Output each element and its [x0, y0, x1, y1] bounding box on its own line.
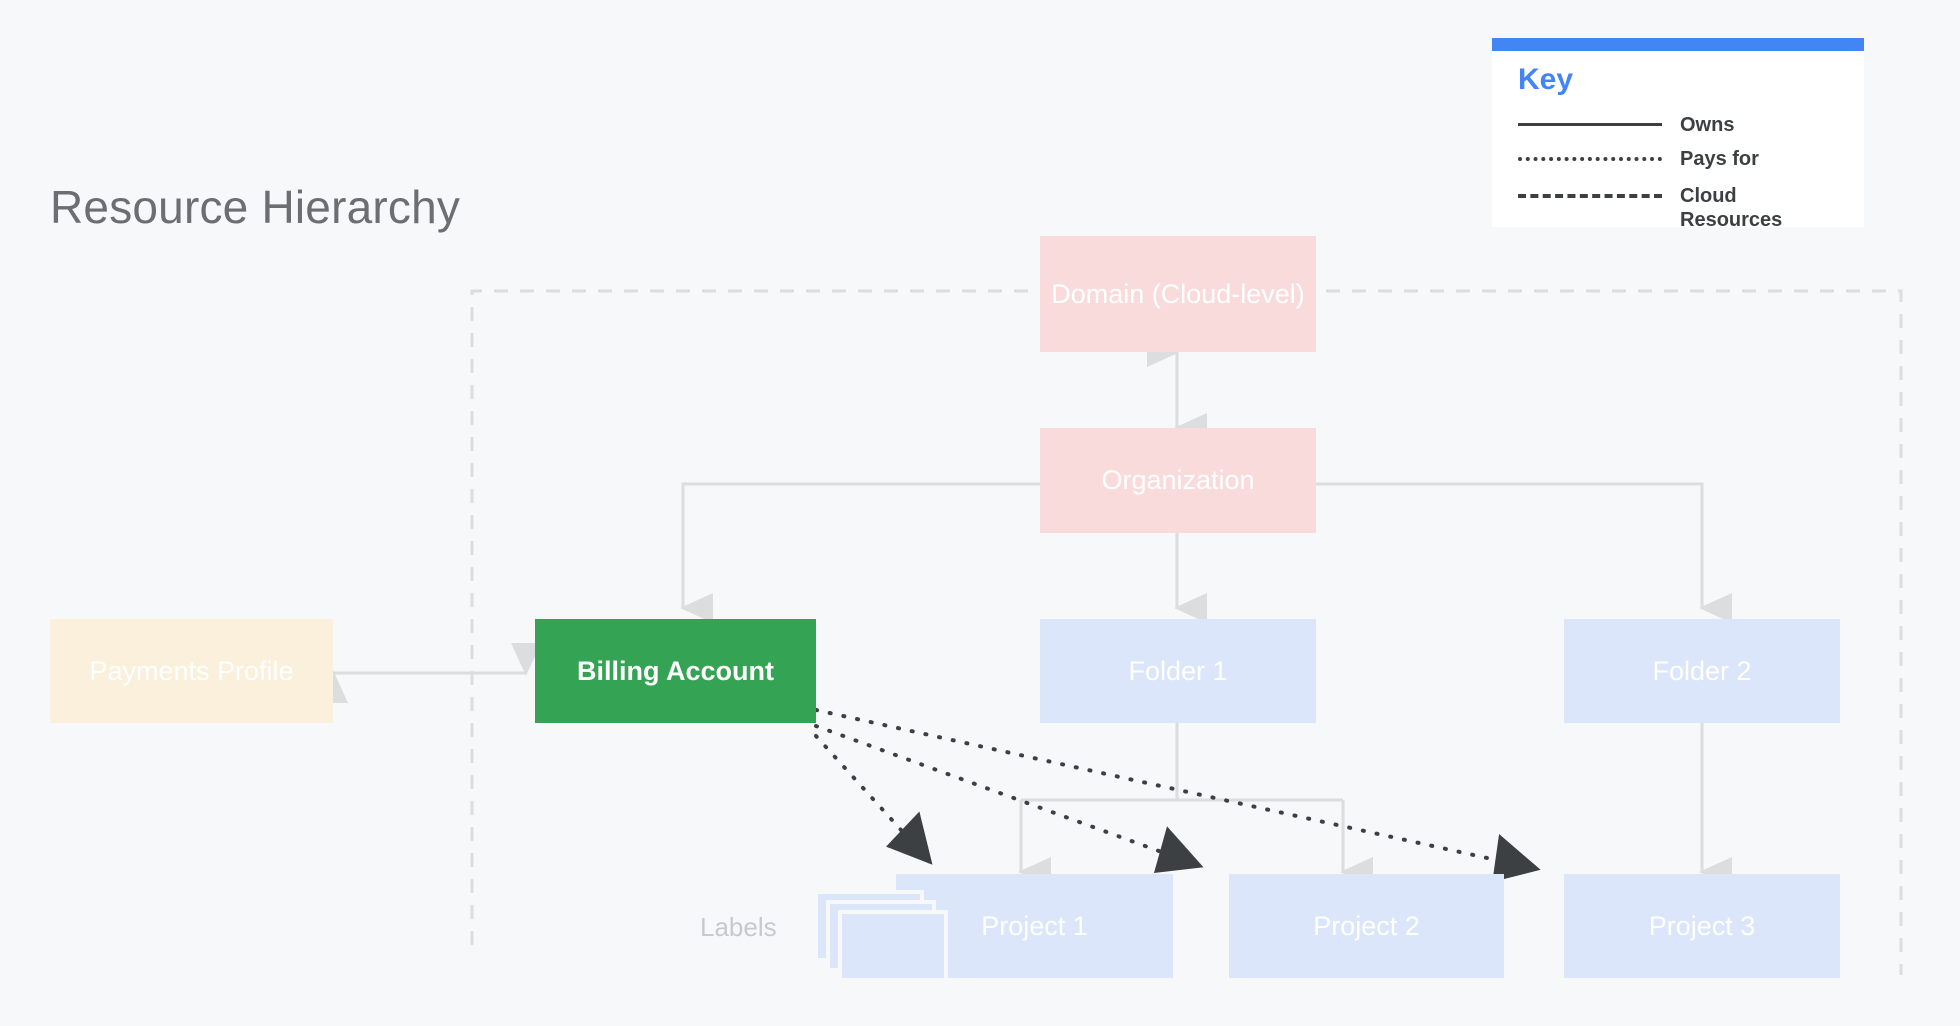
legend-label-pays-for: Pays for	[1680, 148, 1759, 170]
node-folder-2[interactable]: Folder 2	[1564, 619, 1840, 723]
legend-label-owns: Owns	[1680, 114, 1735, 136]
node-domain-label: Domain (Cloud-level)	[1051, 278, 1305, 309]
node-project-3[interactable]: Project 3	[1564, 874, 1840, 978]
legend-panel: Key Owns Pays for Cloud Resources	[1492, 38, 1864, 231]
node-organization[interactable]: Organization	[1040, 428, 1316, 533]
legend-row-pays-for: Pays for	[1518, 147, 1848, 171]
node-folder-2-label: Folder 2	[1652, 655, 1752, 686]
legend-solid-line-icon	[1518, 123, 1662, 126]
node-payments-profile-label: Payments Profile	[89, 655, 294, 686]
page-title: Resource Hierarchy	[50, 181, 461, 233]
node-project-2[interactable]: Project 2	[1229, 874, 1504, 978]
node-folder-1[interactable]: Folder 1	[1040, 619, 1316, 723]
node-folder-1-label: Folder 1	[1128, 655, 1228, 686]
label-card-front[interactable]	[838, 910, 948, 982]
node-payments-profile[interactable]: Payments Profile	[50, 619, 333, 723]
node-project-2-label: Project 2	[1313, 910, 1420, 941]
node-domain[interactable]: Domain (Cloud-level)	[1040, 236, 1316, 352]
legend-row-cloud-resources: Cloud Resources	[1518, 184, 1848, 232]
legend-row-owns: Owns	[1518, 113, 1848, 137]
edge-organization-billing-account	[680, 482, 1040, 623]
node-project-3-label: Project 3	[1648, 910, 1756, 941]
legend-dotted-line-icon	[1518, 157, 1662, 161]
node-project-1-label: Project 1	[981, 910, 1088, 941]
node-organization-label: Organization	[1101, 465, 1255, 496]
edge-billing-pays-project1	[814, 734, 933, 865]
legend-body: Key Owns Pays for Cloud Resources	[1492, 51, 1864, 231]
edge-billing-pays-project3	[814, 708, 1541, 882]
labels-caption: Labels	[700, 912, 777, 942]
legend-title: Key	[1518, 63, 1574, 96]
edge-organization-folder2	[1316, 482, 1732, 623]
legend-dashed-line-icon	[1518, 194, 1662, 198]
node-billing-account-label: Billing Account	[577, 655, 774, 686]
legend-label-cloud-resources: Cloud Resources	[1680, 185, 1783, 231]
edge-folder1-projects	[1018, 723, 1373, 887]
node-billing-account[interactable]: Billing Account	[535, 619, 816, 723]
edge-billing-pays-project2	[814, 724, 1204, 873]
legend-accent-bar	[1492, 38, 1864, 51]
